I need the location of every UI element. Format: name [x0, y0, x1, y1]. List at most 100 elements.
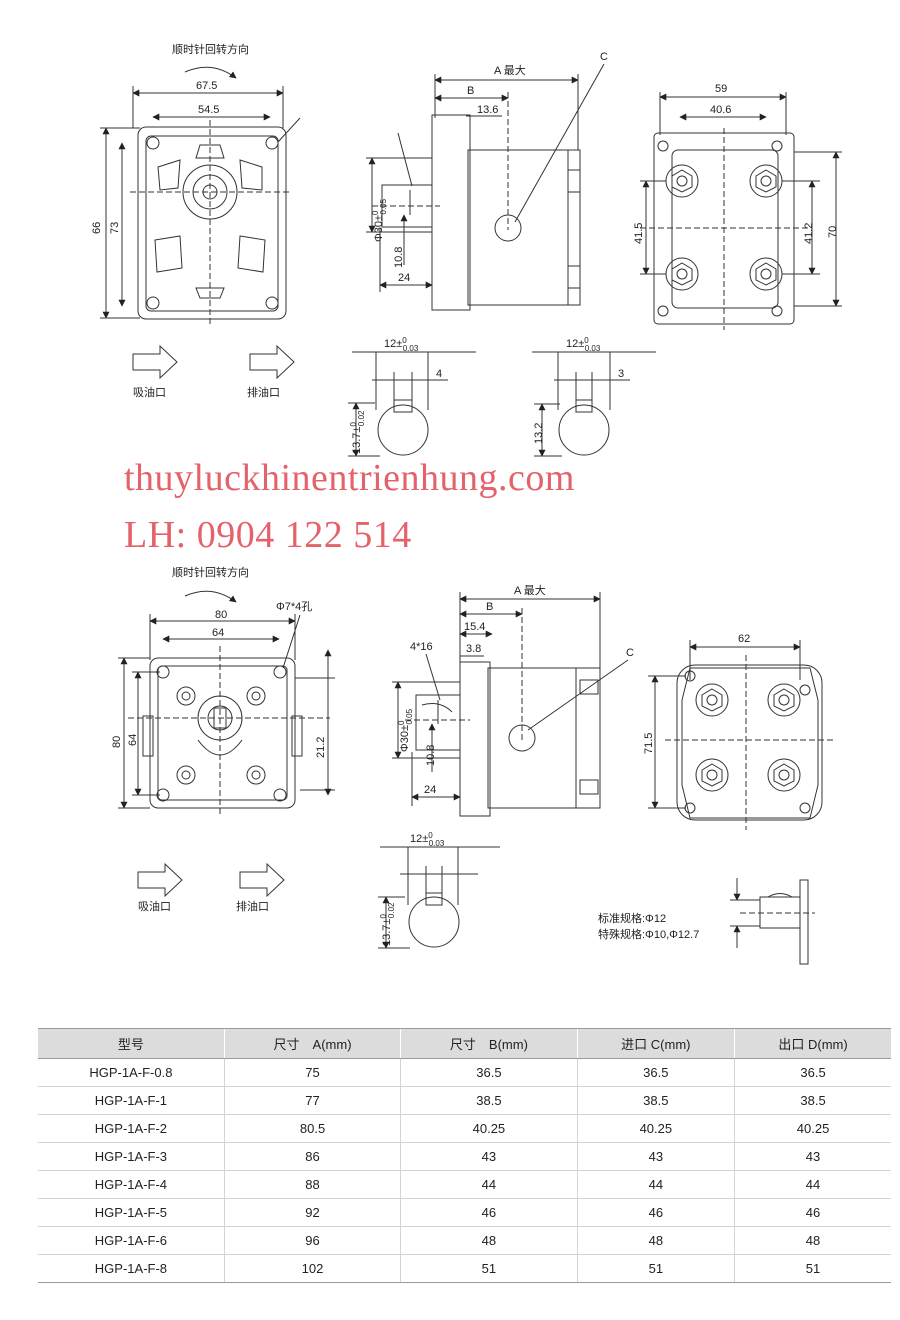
bottom-front-h64: 64: [127, 734, 139, 746]
top-front-w-inner: 54.5: [198, 104, 219, 116]
bottom-front-holes: Φ7*4孔: [276, 600, 312, 613]
bottom-side-d3-8: 3.8: [466, 643, 481, 655]
table-cell: HGP-1A-F-4: [38, 1170, 225, 1199]
col-header-b: 尺寸 B(mm): [400, 1028, 578, 1059]
bottom-key-d13-7: 13.7±00.02: [379, 902, 396, 946]
col-header-a: 尺寸 A(mm): [223, 1028, 401, 1059]
spec-table: 型号 尺寸 A(mm) 尺寸 B(mm) 进口 C(mm) 出口 D(mm) H…: [38, 1028, 891, 1283]
col-header-d: 出口 D(mm): [734, 1028, 891, 1059]
table-cell: 44: [400, 1170, 578, 1199]
bottom-side-a-max: A 最大: [514, 583, 546, 597]
top-key1-d4: 4: [436, 368, 442, 380]
bottom-rear-h71-5: 71.5: [643, 733, 655, 754]
table-cell: 48: [400, 1226, 578, 1255]
table-cell: 36.5: [734, 1058, 891, 1087]
bottom-rear-view: 62 71.5: [643, 633, 835, 830]
top-side-a-max: A 最大: [494, 63, 526, 77]
table-cell: HGP-1A-F-5: [38, 1198, 225, 1227]
bottom-inlet-label: 吸油口: [138, 899, 171, 913]
table-cell: HGP-1A-F-6: [38, 1226, 225, 1255]
col-header-model: 型号: [38, 1028, 225, 1059]
top-rear-view: 59 40.6 41.5 41.2 70: [633, 83, 842, 330]
bottom-port-arrows: 吸油口 排油口: [137, 862, 285, 913]
top-rear-w40-6: 40.6: [710, 104, 731, 116]
watermark-website: thuyluckhinentrienhung.com: [124, 457, 575, 499]
table-header-row: 型号 尺寸 A(mm) 尺寸 B(mm) 进口 C(mm) 出口 D(mm): [38, 1028, 891, 1059]
bottom-inlet-arrow-icon: [137, 862, 183, 898]
top-front-h-inner: 73: [109, 222, 121, 234]
top-outlet-label: 排油口: [247, 385, 280, 399]
table-cell: 51: [400, 1254, 578, 1283]
table-cell: 40.25: [400, 1114, 578, 1143]
bottom-side-c: C: [626, 647, 634, 659]
table-cell: 88: [223, 1170, 401, 1199]
top-rear-h70: 70: [827, 226, 839, 238]
top-front-w-outer: 67.5: [196, 80, 217, 92]
top-rear-w59: 59: [715, 83, 727, 95]
watermark-phone: LH: 0904 122 514: [124, 514, 412, 556]
table-cell: 46: [400, 1198, 578, 1227]
top-key1-d13-7: 13.7±00.02: [349, 410, 366, 454]
table-cell: 86: [223, 1142, 401, 1171]
table-cell: 77: [223, 1086, 401, 1115]
top-inlet-label: 吸油口: [133, 385, 166, 399]
bottom-rotation-note: 顺时针回转方向: [172, 565, 249, 579]
table-cell: 96: [223, 1226, 401, 1255]
table-cell: 36.5: [400, 1058, 578, 1087]
table-cell: 48: [576, 1226, 735, 1255]
bottom-side-shaft-dia: Φ30±00.05: [397, 708, 414, 752]
table-cell: HGP-1A-F-0.8: [38, 1058, 225, 1087]
top-side-b: B: [467, 85, 474, 97]
table-cell: 80.5: [223, 1114, 401, 1143]
bottom-front-w64: 64: [212, 627, 224, 639]
bottom-side-d10-8: 10.8: [425, 745, 437, 766]
bottom-side-b: B: [486, 601, 493, 613]
bottom-side-view: A 最大 B 15.4 3.8 4*16 C Φ30±00.05 10.8 24: [392, 583, 634, 817]
table-cell: 102: [223, 1254, 401, 1283]
table-cell: HGP-1A-F-8: [38, 1254, 225, 1283]
top-front-h-outer: 66: [91, 222, 103, 234]
table-cell: 75: [223, 1058, 401, 1087]
table-cell: 44: [576, 1170, 735, 1199]
bottom-outlet-label: 排油口: [236, 899, 269, 913]
top-side-d24: 24: [398, 272, 410, 284]
top-side-view: A 最大 B 13.6 C Φ30±00.05 10.8 24: [366, 51, 608, 311]
col-header-c: 进口 C(mm): [576, 1028, 735, 1059]
top-rear-h41-5: 41.5: [633, 223, 645, 244]
top-rear-h41-2: 41.2: [803, 223, 815, 244]
bottom-side-d24: 24: [424, 784, 436, 796]
top-front-view: 顺时针回转方向 67.5 54.5 66 73: [91, 42, 301, 326]
technical-drawings: 顺时针回转方向 67.5 54.5 66 73 A 最大 B: [91, 42, 842, 965]
bottom-side-d15-4: 15.4: [464, 621, 485, 633]
outlet-arrow-icon: [249, 344, 295, 380]
table-cell: 51: [734, 1254, 891, 1283]
table-cell: 40.25: [576, 1114, 735, 1143]
top-key2-d3: 3: [618, 368, 624, 380]
table-cell: 43: [400, 1142, 578, 1171]
bottom-side-d4-16: 4*16: [410, 641, 433, 653]
table-cell: 48: [734, 1226, 891, 1255]
top-side-d10-8: 10.8: [393, 247, 405, 268]
bottom-front-w80: 80: [215, 609, 227, 621]
bottom-outlet-arrow-icon: [239, 862, 285, 898]
spec-special: 特殊规格:Φ10,Φ12.7: [598, 927, 699, 941]
inlet-arrow-icon: [132, 344, 178, 380]
table-cell: 51: [576, 1254, 735, 1283]
bottom-rear-w62: 62: [738, 633, 750, 645]
table-cell: 38.5: [576, 1086, 735, 1115]
top-key2-d13-2: 13.2: [533, 423, 545, 444]
table-cell: 38.5: [400, 1086, 578, 1115]
top-rotation-note: 顺时针回转方向: [172, 42, 249, 56]
